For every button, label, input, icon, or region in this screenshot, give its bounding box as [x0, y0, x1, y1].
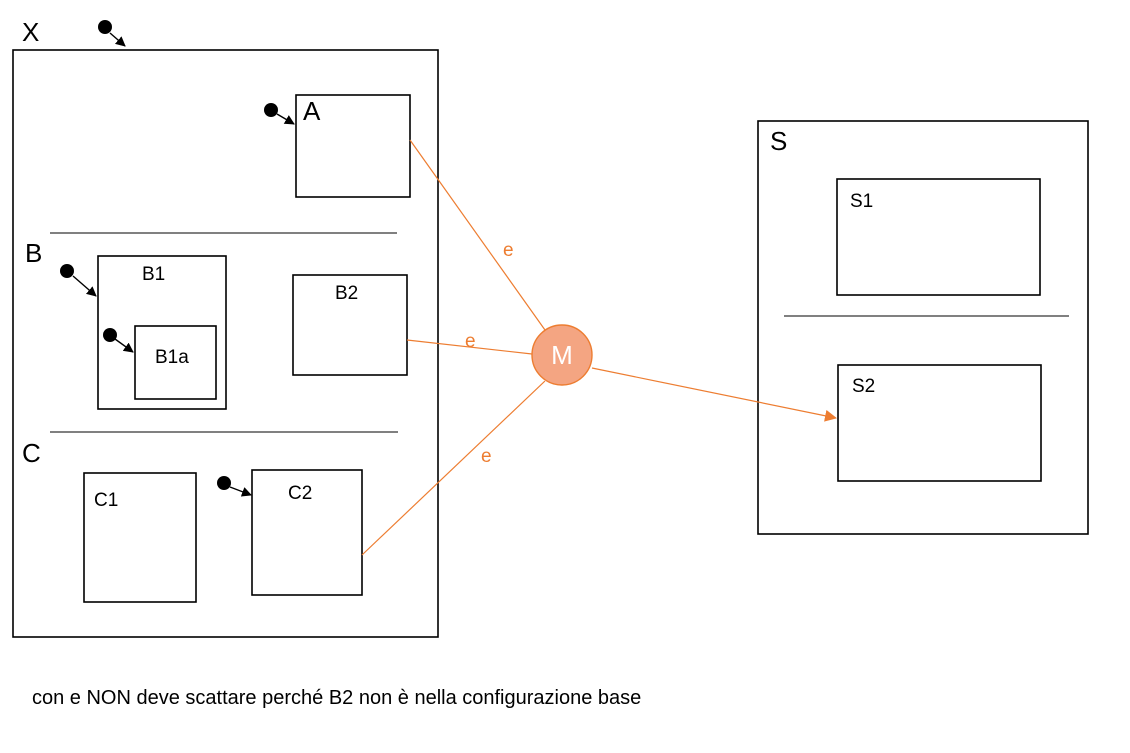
state-c1	[83, 472, 197, 603]
state-c1-label: C1	[94, 490, 118, 511]
initial-pseudostate-b	[60, 264, 97, 297]
region-c-label: C	[22, 438, 41, 468]
state-s1	[836, 178, 1041, 296]
initial-pseudostate-c	[217, 476, 252, 497]
merge-node-label: M	[551, 340, 573, 370]
state-x-label: X	[22, 17, 39, 47]
transition-c2-to-m	[361, 380, 546, 556]
state-s2	[837, 364, 1042, 482]
state-b2	[292, 274, 408, 376]
state-b1a-label: B1a	[155, 347, 189, 368]
region-b-label: B	[25, 238, 42, 268]
state-b2-label: B2	[335, 283, 358, 304]
transition-b2-label: e	[465, 331, 476, 352]
state-a-label: A	[303, 96, 321, 126]
transition-a-label: e	[503, 240, 514, 261]
state-c2	[251, 469, 363, 596]
merge-node	[531, 324, 593, 386]
state-a	[295, 94, 411, 198]
state-b1-label: B1	[142, 264, 165, 285]
caption-text: con e NON deve scattare perché B2 non è …	[32, 687, 642, 709]
initial-pseudostate-x	[98, 20, 126, 47]
transition-m-to-s2	[591, 367, 837, 422]
state-s2-label: S2	[852, 376, 875, 397]
state-s1-label: S1	[850, 191, 873, 212]
state-c2-label: C2	[288, 483, 312, 504]
state-s-label: S	[770, 126, 787, 156]
transition-c2-label: e	[481, 446, 492, 467]
state-b1a	[134, 325, 217, 400]
initial-pseudostate-b1	[103, 328, 134, 353]
transition-a-to-m	[409, 139, 546, 331]
transition-b2-to-m	[406, 339, 533, 355]
initial-pseudostate-a	[264, 103, 295, 125]
